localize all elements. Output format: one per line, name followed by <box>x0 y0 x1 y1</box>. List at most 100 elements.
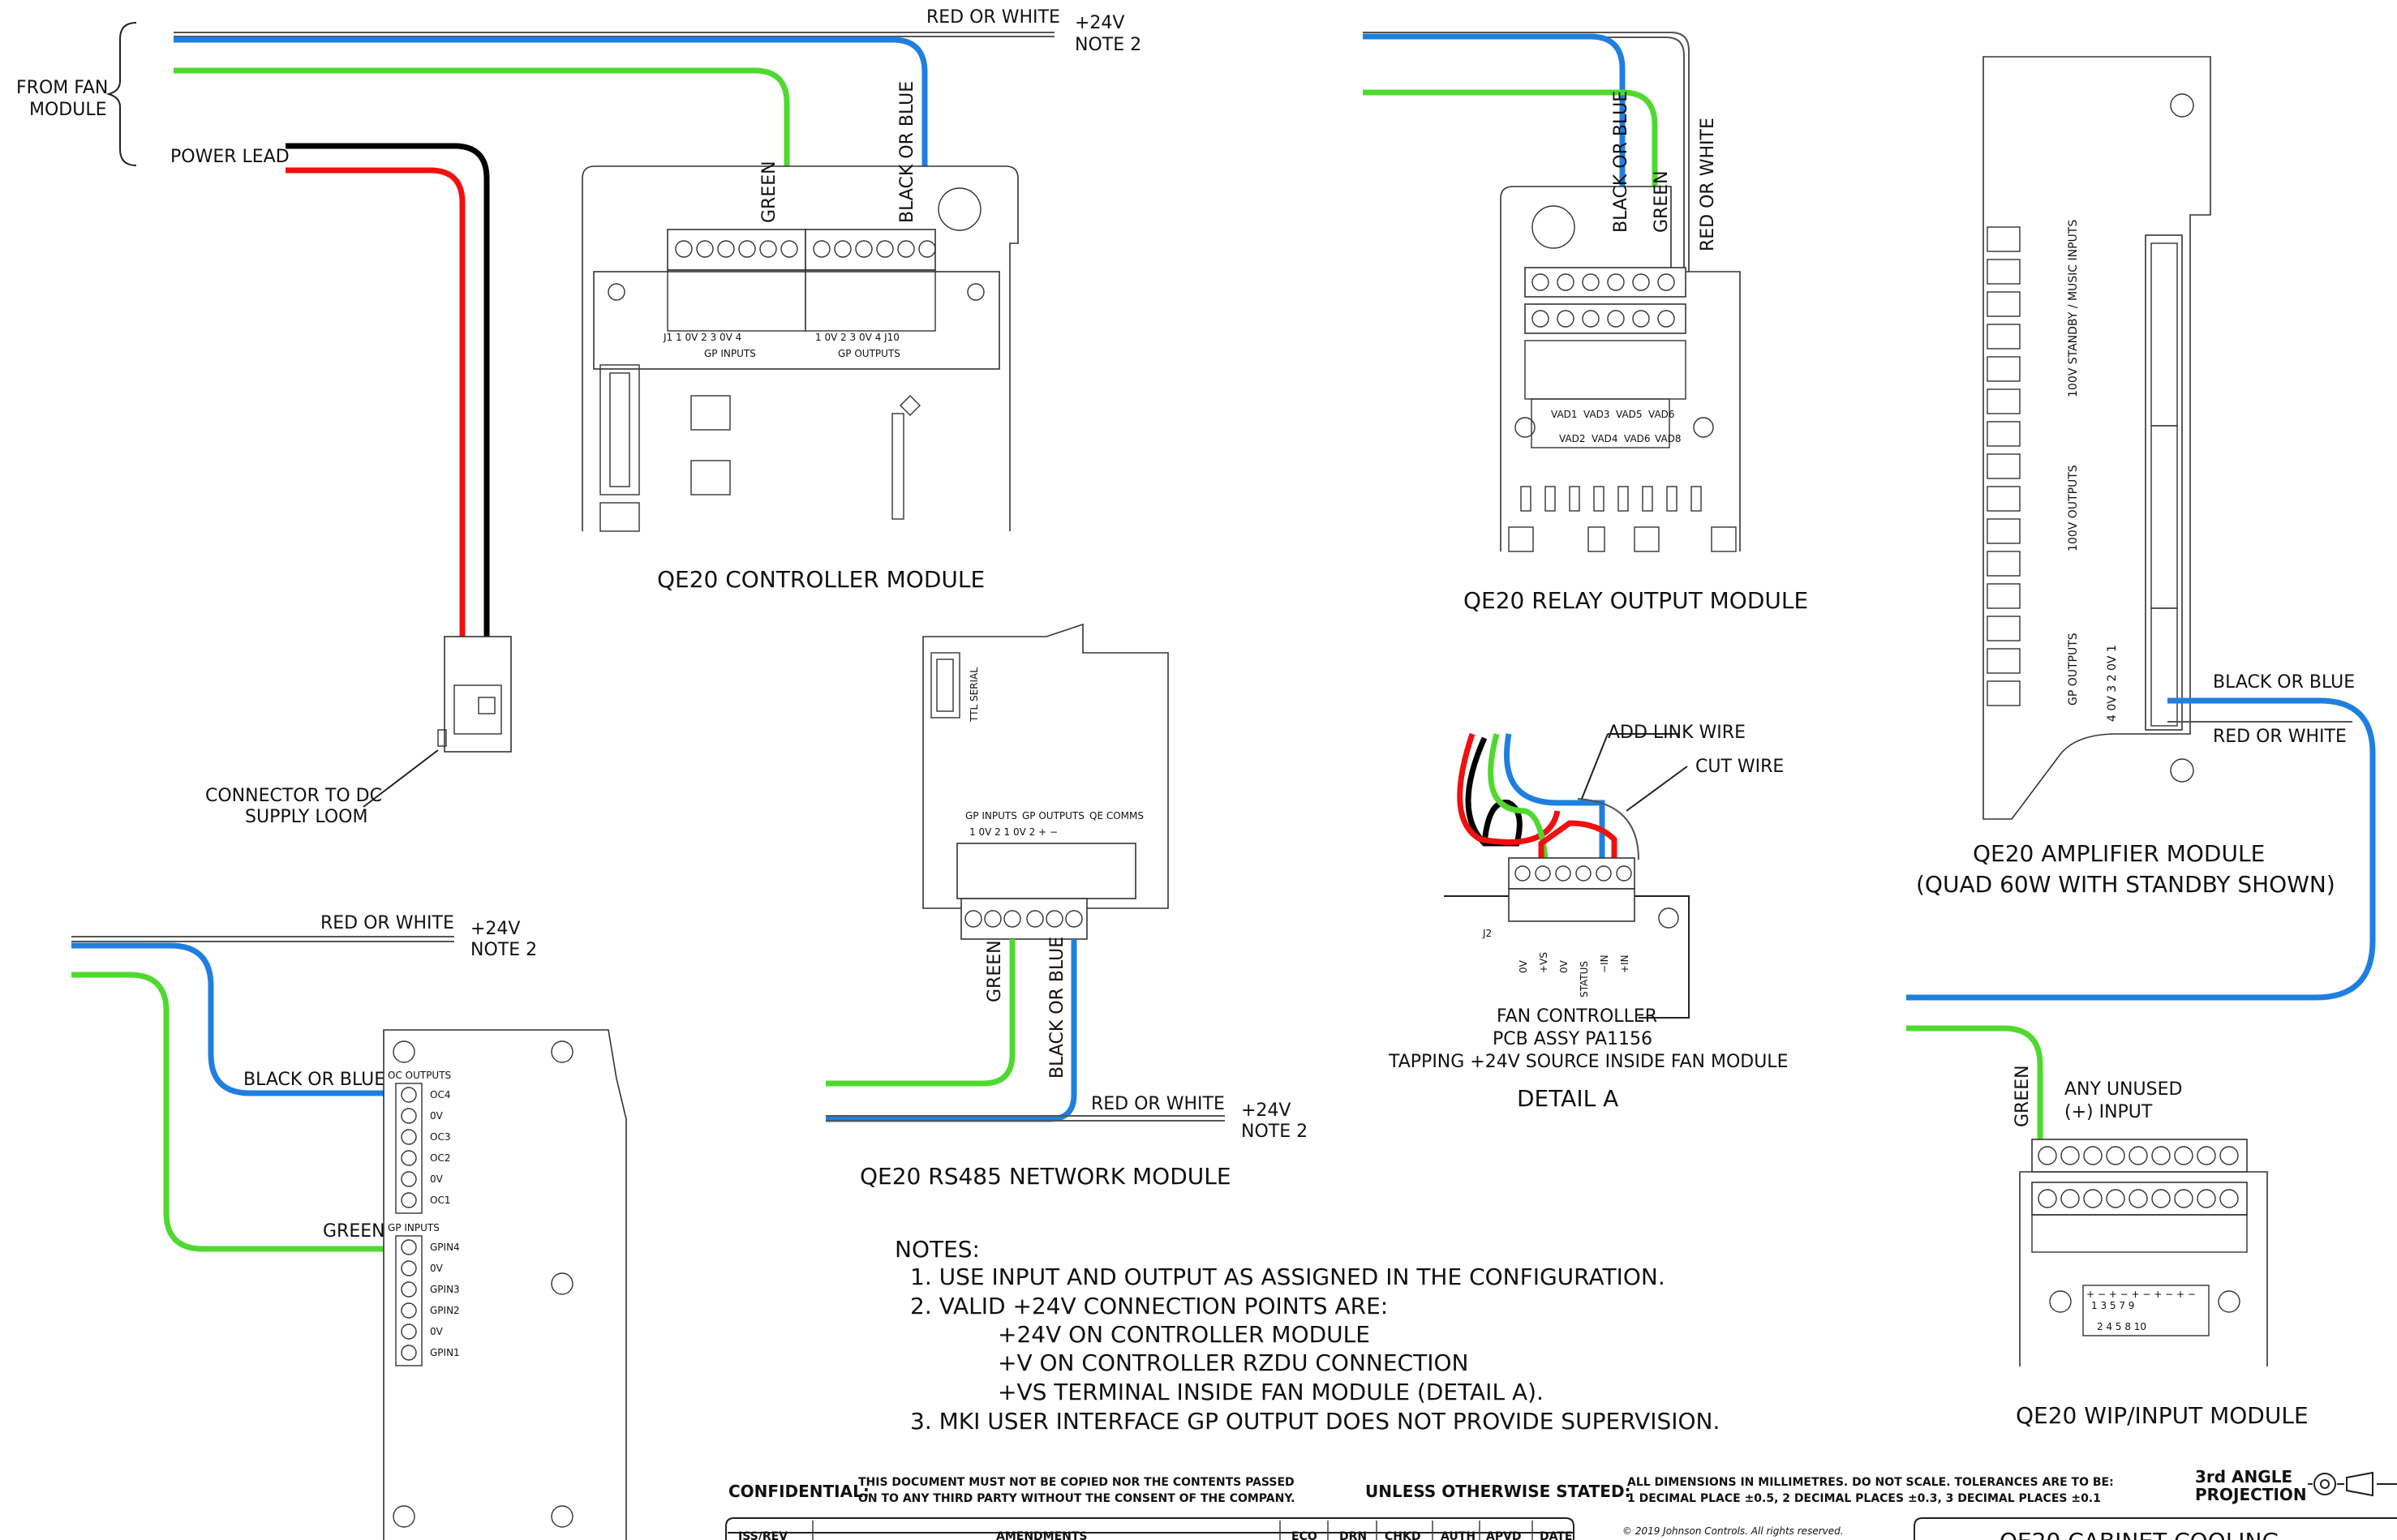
detail-pin-vs: +VS <box>1538 952 1549 973</box>
notes-heading: NOTES: <box>895 1236 980 1263</box>
detail-pin-status: STATUS <box>1579 961 1590 997</box>
rs485-hdr-in: GP INPUTS <box>965 810 1017 821</box>
detail-a: ADD LINK WIRE CUT WIRE J2 0V +VS 0V STAT… <box>1388 723 1788 1112</box>
relay-green-label: GREEN <box>1652 170 1672 233</box>
controller-gp-inputs: GP INPUTS <box>704 348 756 359</box>
title-block: CONFIDENTIAL: THIS DOCUMENT MUST NOT BE … <box>725 1467 2397 1540</box>
amp-module-title: QE20 AMPLIFIER MODULE <box>1973 840 2265 867</box>
gp-term-4: GPIN2 <box>430 1305 460 1316</box>
gp-term-6: GPIN1 <box>430 1347 460 1358</box>
note-1: 1. USE INPUT AND OUTPUT AS ASSIGNED IN T… <box>910 1263 1665 1290</box>
col-amendments: AMENDMENTS <box>996 1530 1088 1540</box>
gp-term-2: 0V <box>430 1263 444 1274</box>
amp-gp-outputs: GP OUTPUTS <box>2067 633 2080 706</box>
projection-line2: PROJECTION <box>2195 1485 2307 1504</box>
relay-vad4: VAD4 <box>1592 433 1618 444</box>
oc-term-3: OC3 <box>430 1131 450 1143</box>
rs485-plus24v: +24V <box>1241 1100 1291 1121</box>
from-fan-module-line2: MODULE <box>29 100 107 120</box>
relay-vad2: VAD2 <box>1559 433 1586 444</box>
oc-red-or-white-label: RED OR WHITE <box>320 913 454 933</box>
controller-module-title: QE20 CONTROLLER MODULE <box>657 566 985 593</box>
col-drn: DRN <box>1339 1530 1367 1540</box>
detail-a-title: DETAIL A <box>1517 1085 1618 1112</box>
note-2b: +V ON CONTROLLER RZDU CONNECTION <box>998 1349 1468 1376</box>
oc-term-4: OC2 <box>430 1152 450 1164</box>
ttl-serial-label: TTL SERIAL <box>969 667 980 723</box>
relay-vad5: VAD5 <box>1616 409 1643 420</box>
amp-standby-label: 100V STANDBY / MUSIC INPUTS <box>2067 220 2080 397</box>
rs485-module: TTL SERIAL GP INPUTS GP OUTPUTS QE COMMS… <box>826 623 1308 1190</box>
fan-module-wiring: FROM FAN MODULE RED OR WHITE +24V NOTE 2… <box>16 7 1141 827</box>
connector-label-line2: SUPPLY LOOM <box>245 807 367 827</box>
screw-icon <box>1658 907 1679 929</box>
oc-term-6: OC1 <box>430 1195 450 1206</box>
relay-vad1: VAD1 <box>1551 409 1578 420</box>
gp-term-5: 0V <box>430 1326 444 1337</box>
wire-label-red-or-white: RED OR WHITE <box>926 7 1060 28</box>
amp-100v-outputs: 100V OUTPUTS <box>2067 465 2080 551</box>
rs485-hdr-out: GP OUTPUTS <box>1022 810 1085 821</box>
screw-icon <box>393 1505 415 1528</box>
amp-module-subtitle: (QUAD 60W WITH STANDBY SHOWN) <box>1916 871 2335 898</box>
col-iss-rev: ISS/REV <box>738 1530 788 1540</box>
label-note2: NOTE 2 <box>1075 35 1141 55</box>
controller-terminals-out: 1 0V 2 3 0V 4 J10 <box>815 332 900 343</box>
screw-icon <box>551 1040 573 1063</box>
relay-output-module: VAD1 VAD3 VAD5 VAD6 VAD2 VAD4 VAD6 VAD8 … <box>1363 32 1808 614</box>
screw-icon <box>551 1505 573 1528</box>
drawing-title: QE20 CABINET COOLING <box>2000 1528 2279 1540</box>
controller-gp-outputs: GP OUTPUTS <box>838 348 900 359</box>
rs485-red-or-white-label: RED OR WHITE <box>1091 1094 1225 1114</box>
detail-caption-1: FAN CONTROLLER <box>1497 1006 1657 1027</box>
amp-black-or-blue-label: BLACK OR BLUE <box>2213 672 2355 693</box>
connector-label-line1: CONNECTOR TO DC <box>205 786 382 806</box>
rs485-black-or-blue-label: BLACK OR BLUE <box>1047 937 1067 1079</box>
rs485-module-title: QE20 RS485 NETWORK MODULE <box>860 1163 1231 1190</box>
note-2: 2. VALID +24V CONNECTION POINTS ARE: <box>910 1293 1388 1319</box>
relay-vad3: VAD3 <box>1583 409 1610 420</box>
copyright: © 2019 Johnson Controls. All rights rese… <box>1622 1525 1844 1537</box>
detail-pin-0v2: 0V <box>1558 959 1570 973</box>
screw-icon <box>2170 93 2194 118</box>
third-angle-projection-icon <box>2308 1471 2397 1497</box>
oc-outputs-label: OC OUTPUTS <box>388 1070 451 1081</box>
screw-icon <box>1693 417 1714 438</box>
wip-module-title: QE20 WIP/INPUT MODULE <box>2016 1402 2309 1429</box>
gear-icon <box>938 187 982 231</box>
wip-nums-bot: 2 4 5 8 10 <box>2097 1321 2146 1332</box>
relay-module-title: QE20 RELAY OUTPUT MODULE <box>1463 587 1808 614</box>
gp-term-1: GPIN4 <box>430 1242 460 1253</box>
oc-gp-wiring: RED OR WHITE +24V NOTE 2 BLACK OR BLUE G… <box>71 913 627 1540</box>
dims-line1: ALL DIMENSIONS IN MILLIMETRES. DO NOT SC… <box>1627 1476 2114 1489</box>
wip-input-module: GREEN ANY UNUSED (+) INPUT + − + − + − +… <box>1906 1025 2309 1429</box>
col-date: DATE <box>1540 1530 1572 1540</box>
oc-green-label: GREEN <box>323 1221 385 1242</box>
oc-plus24v: +24V <box>470 919 520 939</box>
notes: NOTES: 1. USE INPUT AND OUTPUT AS ASSIGN… <box>895 1236 1720 1435</box>
oc-term-1: OC4 <box>430 1089 450 1100</box>
amp-gp-terms: 4 0V 3 2 0V 1 <box>2106 645 2119 722</box>
gp-inputs-label: GP INPUTS <box>388 1222 440 1233</box>
dims-line2: 1 DECIMAL PLACE ±0.5, 2 DECIMAL PLACES ±… <box>1627 1492 2101 1505</box>
amplifier-module: 100V STANDBY / MUSIC INPUTS 100V OUTPUTS… <box>1906 56 2376 1001</box>
detail-pin-0v: 0V <box>1518 959 1529 973</box>
detail-caption-3: TAPPING +24V SOURCE INSIDE FAN MODULE <box>1388 1052 1788 1072</box>
wip-any-unused-line1: ANY UNUSED <box>2064 1079 2182 1100</box>
relay-vad6b: VAD6 <box>1624 433 1651 444</box>
controller-green-label: GREEN <box>759 161 780 223</box>
screw-icon <box>551 1272 573 1295</box>
power-lead-label: POWER LEAD <box>170 147 290 167</box>
col-chkd: CHKD <box>1385 1530 1420 1540</box>
unless-label: UNLESS OTHERWISE STATED: <box>1365 1482 1631 1501</box>
confidential-line2: ON TO ANY THIRD PARTY WITHOUT THE CONSEN… <box>858 1492 1295 1505</box>
rs485-hdr-qe: QE COMMS <box>1089 810 1144 821</box>
add-link-wire-label: ADD LINK WIRE <box>1608 723 1746 743</box>
relay-vad8: VAD8 <box>1655 433 1682 444</box>
wip-pins-top: + − + − + − + − + − <box>2086 1289 2196 1300</box>
rs485-note2: NOTE 2 <box>1241 1122 1308 1142</box>
controller-black-or-blue-label: BLACK OR BLUE <box>897 81 917 223</box>
controller-terminals-in: J1 1 0V 2 3 0V 4 <box>663 332 741 343</box>
relay-red-or-white-label: RED OR WHITE <box>1698 118 1718 251</box>
